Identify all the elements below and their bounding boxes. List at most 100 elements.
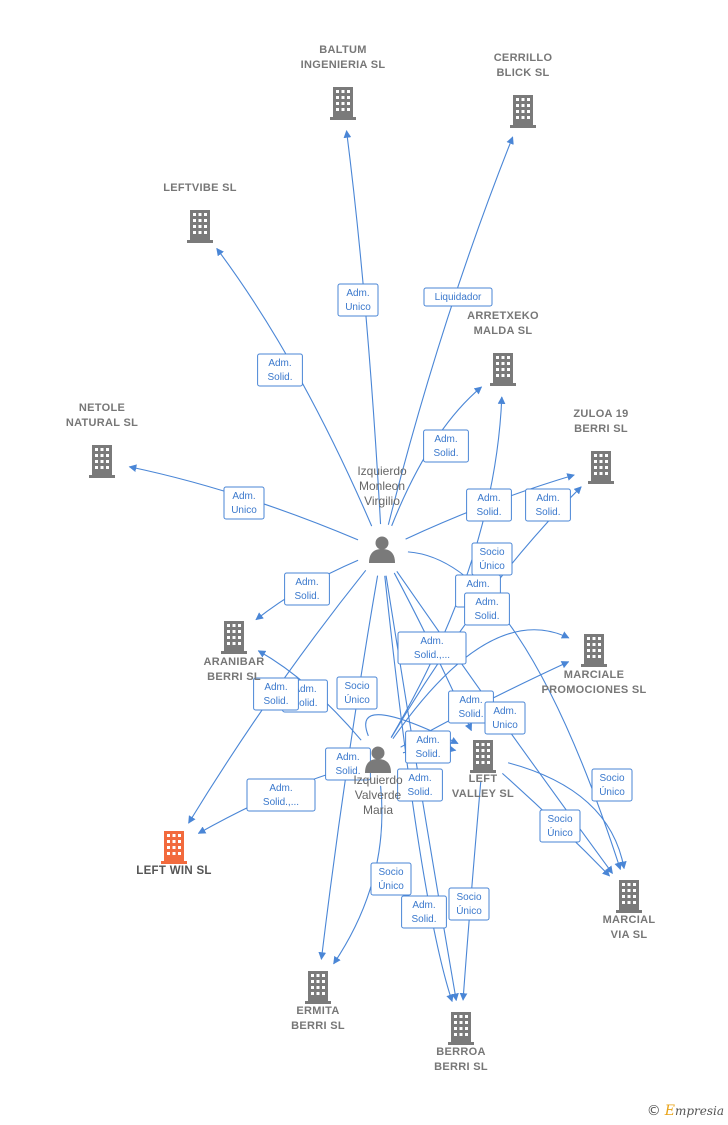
edge-label-text: Adm. (232, 491, 255, 502)
edge-label-box (591, 768, 633, 802)
edge-label-box (405, 730, 451, 764)
edge-label-text: Único (456, 904, 482, 917)
edge-label-box (464, 592, 510, 626)
edge-label[interactable]: Adm.Solid. (284, 572, 330, 606)
edge-label[interactable]: Adm.Solid. (525, 488, 571, 522)
edge-label[interactable]: Adm.Solid. (397, 768, 443, 802)
edge-label-text: Solid. (433, 448, 458, 459)
edge-label[interactable]: Adm.Unico (223, 486, 265, 520)
edge-label-text: Adm. (416, 735, 439, 746)
copyright-icon: © (646, 1103, 661, 1119)
node-label: BERRI SL (291, 1020, 345, 1032)
edge-label[interactable]: Adm.Solid. (253, 677, 299, 711)
building-icon (187, 210, 213, 243)
edge-label-text: Adm. (346, 288, 369, 299)
edge-label-box (223, 486, 265, 520)
edge-label-text: Socio (479, 547, 504, 558)
edge-label-text: Adm. (459, 695, 482, 706)
edge-label[interactable]: Adm.Solid. (405, 730, 451, 764)
edge-label[interactable]: Adm.Solid. (325, 747, 371, 781)
edge-label[interactable]: Adm.Solid. (401, 895, 447, 929)
edge-label-text: Unico (492, 720, 518, 731)
edge-label[interactable]: Adm. Unico (484, 701, 526, 735)
node-label: Maria (363, 803, 393, 817)
node-label: LEFT WIN SL (136, 865, 211, 877)
edge-label[interactable]: Adm. Solid. (448, 690, 494, 724)
edge-label-text: Adm. (420, 636, 443, 647)
edge-label[interactable]: Adm.Solid. (423, 429, 469, 463)
edge-label-text: Adm. (408, 773, 431, 784)
edge-label-text: Único (479, 559, 505, 572)
edge-label-text: Único (378, 879, 404, 892)
edge-label-box (423, 429, 469, 463)
node-leftvibe[interactable]: LEFTVIBE SL (163, 182, 237, 243)
edge-label-text: Adm. (268, 358, 291, 369)
edge-label[interactable]: Adm.Solid. (464, 592, 510, 626)
node-label: BALTUM (319, 44, 366, 56)
node-label: MARCIAL (603, 914, 656, 926)
node-leftwin[interactable]: LEFT WIN SL (136, 831, 211, 877)
edge-label-text: Solid. (335, 766, 360, 777)
edge-label[interactable]: Adm.Solid.,... (246, 778, 316, 812)
node-label: BERROA (436, 1046, 485, 1058)
node-label: LEFTVIBE SL (163, 182, 237, 194)
edge-label[interactable]: Adm.Solid. (257, 353, 303, 387)
building-icon (161, 831, 187, 864)
building-icon (510, 95, 536, 128)
edge-maria-to-marciale (392, 629, 570, 740)
node-label: BERRI SL (574, 423, 628, 435)
edge-label-text: Adm. (264, 682, 287, 693)
node-label: ARANIBAR (203, 656, 264, 668)
edge-label[interactable]: Adm.Unico (337, 283, 379, 317)
edge-label-box (525, 488, 571, 522)
node-aranibar[interactable]: ARANIBAR BERRI SL (203, 621, 264, 683)
edge-label-text: Socio (456, 892, 481, 903)
edge-virgilio-to-berroa (384, 575, 454, 1003)
edge-label-box (466, 488, 512, 522)
edge-label[interactable]: Adm.Solid.,... (397, 631, 467, 665)
node-label: MARCIALE (564, 669, 624, 681)
edge-label-box (284, 572, 330, 606)
edge-virgilio-to-cerrillo (387, 136, 514, 525)
edge-label-text: Único (547, 826, 573, 839)
edge-label-box (539, 809, 581, 843)
edge-label-text: Solid. (411, 914, 436, 925)
edge-label-text: Solid.,... (263, 797, 299, 808)
edge-label-text: Solid. (476, 507, 501, 518)
edge-label-box (423, 287, 493, 307)
node-label: MALDA SL (474, 325, 533, 337)
edge-label-text: Liquidador (435, 292, 482, 303)
node-label: BERRI SL (207, 671, 261, 683)
node-label: NATURAL SL (66, 417, 138, 429)
edge-label[interactable]: Adm.Solid. (466, 488, 512, 522)
brand-logo[interactable]: Empresia (664, 1103, 724, 1119)
edge-label-text: Solid. (458, 709, 483, 720)
edge-labels-layer: Adm.UnicoLiquidadorAdm.Solid.Adm.Solid.A… (223, 283, 633, 929)
edge-label-text: Único (344, 693, 370, 706)
edge-label-text: Solid. (474, 611, 499, 622)
node-label: BLICK SL (496, 67, 549, 79)
edge-maria-to-arretxeko (390, 396, 506, 738)
node-label: LEFT (469, 773, 498, 785)
edge-label[interactable]: Liquidador (423, 287, 493, 307)
edge-label-text: Adm. (493, 706, 516, 717)
